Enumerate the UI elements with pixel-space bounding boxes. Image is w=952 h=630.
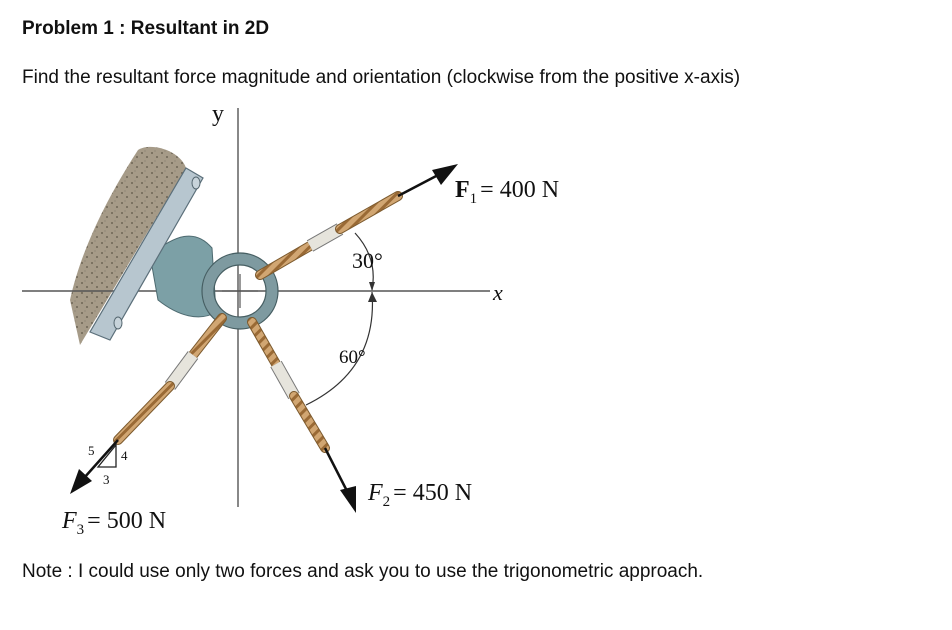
rope-f1 bbox=[255, 191, 403, 280]
force1-subscript: 1 bbox=[470, 191, 478, 207]
f1-arrowhead bbox=[432, 164, 458, 185]
force2-value: = 450 N bbox=[393, 480, 472, 506]
force2-subscript: 2 bbox=[383, 494, 391, 510]
bolt-bottom bbox=[113, 316, 123, 330]
bracket-plate bbox=[89, 167, 204, 341]
slope-triangle bbox=[96, 443, 117, 468]
wall bbox=[70, 146, 186, 345]
problem-prompt: Find the resultant force magnitude and o… bbox=[22, 67, 741, 88]
problem-note: Note : I could use only two forces and a… bbox=[22, 561, 704, 582]
f2-arrow-line bbox=[323, 447, 350, 494]
f1-arrow-line bbox=[397, 172, 441, 198]
force2-symbol: F bbox=[367, 480, 383, 506]
x-axis-label: x bbox=[492, 280, 503, 305]
bolt-top bbox=[191, 176, 201, 190]
force3-label: F3= 500 N bbox=[61, 508, 166, 538]
rope-f2 bbox=[247, 317, 330, 453]
slope-hyp-label: 5 bbox=[88, 443, 95, 458]
force3-symbol: F bbox=[61, 508, 77, 534]
y-axis-label: y bbox=[212, 101, 224, 127]
problem-title: Problem 1 : Resultant in 2D bbox=[22, 18, 270, 39]
slope-vert-label: 4 bbox=[121, 448, 128, 463]
angle-30-label: 30° bbox=[352, 248, 383, 273]
angle-arc-60 bbox=[305, 291, 374, 406]
force1-symbol: F bbox=[455, 177, 470, 203]
f3-arrowhead bbox=[70, 469, 92, 494]
force3-value: = 500 N bbox=[87, 508, 166, 534]
rope-f3 bbox=[113, 313, 227, 445]
ring bbox=[202, 253, 278, 329]
angle-60-label: 60° bbox=[339, 347, 366, 368]
f3-arrow-line bbox=[83, 439, 119, 479]
slope-horiz-label: 3 bbox=[103, 472, 110, 487]
force2-label: F2= 450 N bbox=[367, 480, 472, 510]
force1-label: F1= 400 N bbox=[455, 177, 559, 207]
f2-arrowhead bbox=[340, 486, 356, 513]
force1-value: = 400 N bbox=[480, 177, 559, 203]
force3-subscript: 3 bbox=[77, 522, 85, 538]
